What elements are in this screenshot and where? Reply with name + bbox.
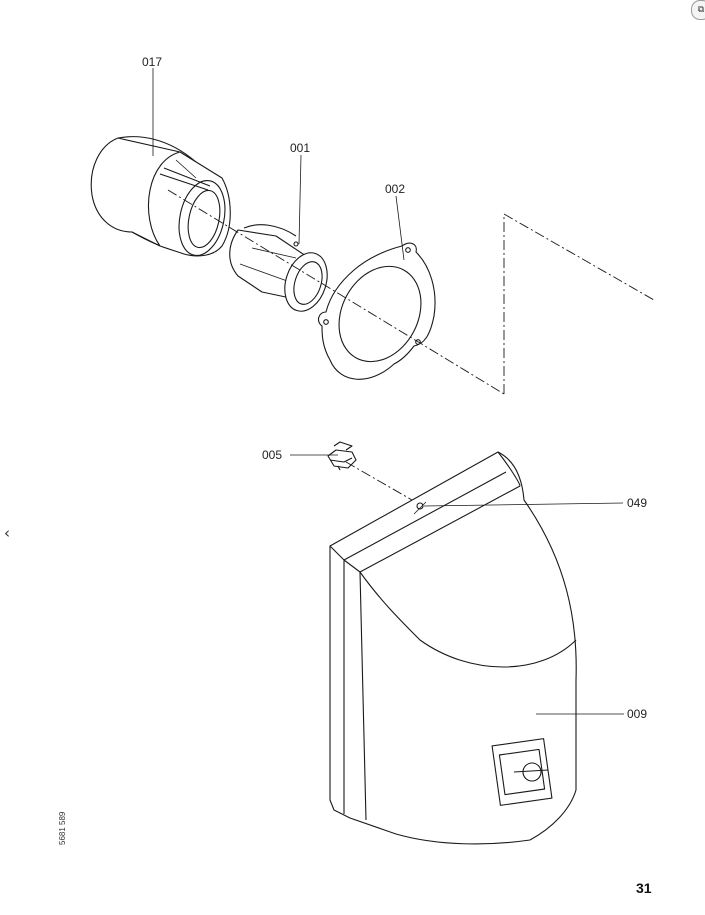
drawing-code: 5681 589: [58, 811, 67, 845]
callout-017: 017: [142, 55, 162, 69]
axis-lines: [167, 189, 655, 501]
part-017-pipe-adaptor: [90, 136, 231, 257]
callout-009: 009: [627, 707, 647, 721]
leader-lines: [152, 68, 624, 715]
part-009-casing: [329, 451, 577, 845]
copy-icon[interactable]: ⧉: [691, 0, 705, 20]
callout-001: 001: [290, 141, 310, 155]
callout-005: 005: [262, 448, 282, 462]
callout-002: 002: [385, 182, 405, 196]
part-001-reducer: [229, 224, 328, 312]
callout-049: 049: [627, 496, 647, 510]
page-number: 31: [636, 880, 652, 896]
chevron-left-icon[interactable]: ‹: [4, 524, 10, 542]
part-002-gasket: [317, 242, 436, 380]
